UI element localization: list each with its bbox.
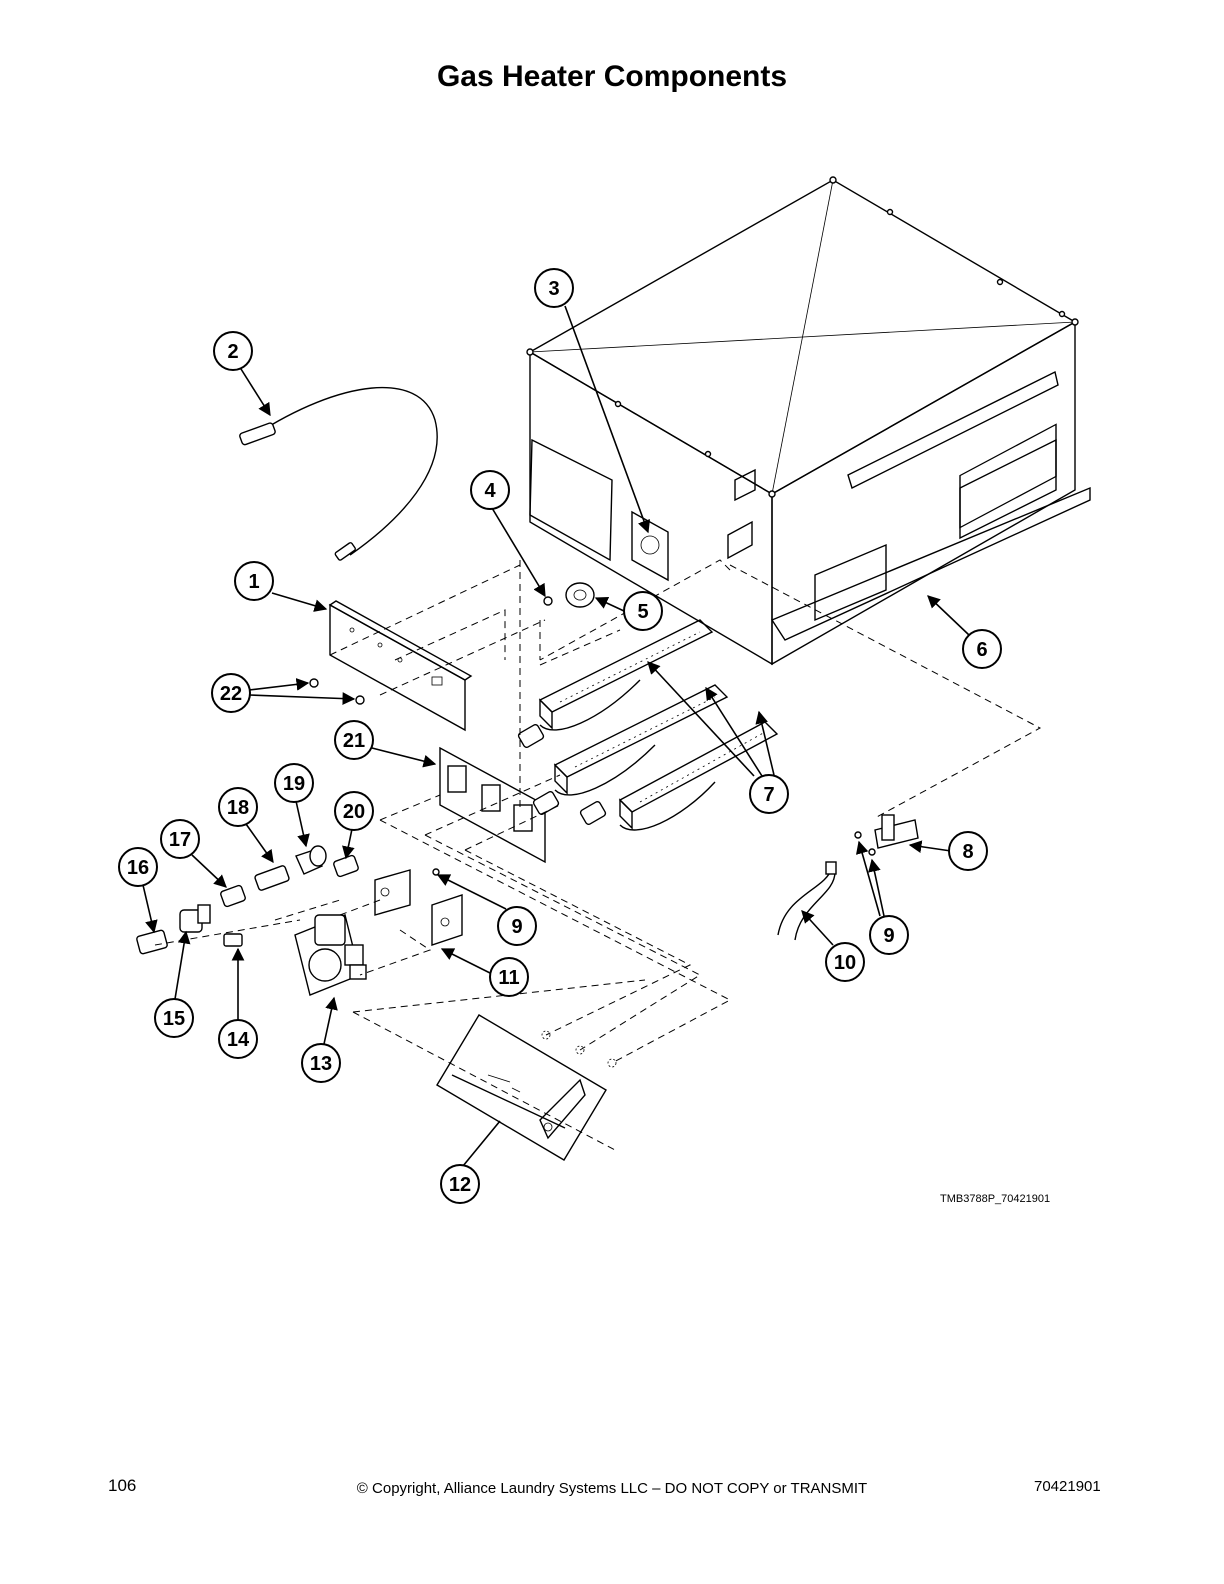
heater-housing: [526, 176, 1091, 666]
callout-12: 12: [440, 1164, 480, 1204]
callout-11: 11: [489, 957, 529, 997]
callout-9-bracket: 9: [497, 906, 537, 946]
mounting-bracket: [328, 600, 473, 732]
callout-10: 10: [825, 942, 865, 982]
screws-22: [309, 678, 365, 705]
callout-13: 13: [301, 1043, 341, 1083]
drawing-id: TMB3788P_70421901: [940, 1193, 1051, 1205]
leader-lines: [142, 305, 970, 1167]
page-number: 106: [108, 1476, 137, 1495]
callout-19: 19: [274, 763, 314, 803]
callout-22: 22: [211, 673, 251, 713]
svg-text:21: 21: [343, 730, 365, 752]
svg-text:9: 9: [511, 916, 522, 938]
svg-text:14: 14: [227, 1029, 250, 1051]
svg-text:5: 5: [637, 601, 648, 623]
svg-text:2: 2: [227, 341, 238, 363]
valve-bracket: [374, 868, 463, 946]
document-number: 70421901: [1034, 1478, 1101, 1495]
callout-17: 17: [160, 819, 200, 859]
orifice-nuts: [541, 1030, 617, 1068]
svg-text:7: 7: [763, 784, 774, 806]
callout-20: 20: [334, 791, 374, 831]
svg-text:22: 22: [220, 683, 242, 705]
svg-text:19: 19: [283, 773, 305, 795]
svg-text:9: 9: [883, 925, 894, 947]
svg-text:10: 10: [834, 952, 856, 974]
svg-text:3: 3: [548, 278, 559, 300]
igniter-assembly: [854, 814, 919, 856]
svg-text:1: 1: [248, 571, 259, 593]
svg-text:16: 16: [127, 857, 149, 879]
callout-8: 8: [948, 831, 988, 871]
svg-text:15: 15: [163, 1008, 185, 1030]
svg-text:12: 12: [449, 1174, 471, 1196]
callout-18: 18: [218, 787, 258, 827]
callout-15: 15: [154, 998, 194, 1038]
manifold-inset: [436, 1014, 607, 1161]
wire-harness: [777, 861, 837, 941]
svg-text:13: 13: [310, 1053, 332, 1075]
callout-5: 5: [623, 591, 663, 631]
callout-4: 4: [470, 470, 510, 510]
callout-16: 16: [118, 847, 158, 887]
callout-7: 7: [749, 774, 789, 814]
svg-text:17: 17: [169, 829, 191, 851]
callout-3: 3: [534, 268, 574, 308]
ignition-lead: [239, 386, 438, 561]
svg-text:18: 18: [227, 797, 249, 819]
callout-6: 6: [962, 629, 1002, 669]
svg-text:11: 11: [498, 967, 519, 989]
callout-21: 21: [334, 720, 374, 760]
copyright-notice: © Copyright, Alliance Laundry Systems LL…: [356, 1480, 868, 1497]
page-title: Gas Heater Components: [436, 60, 788, 93]
svg-text:8: 8: [962, 841, 973, 863]
sensor-parts: [543, 582, 595, 608]
assembly-dashed-lines: [154, 559, 1042, 1151]
pipe-fittings: [136, 845, 359, 955]
burner-tubes: [517, 619, 779, 831]
callout-14: 14: [218, 1019, 258, 1059]
callout-9-igniter: 9: [869, 915, 909, 955]
gas-valve: [294, 914, 367, 996]
svg-text:6: 6: [976, 639, 987, 661]
svg-text:4: 4: [484, 480, 496, 502]
callout-1: 1: [234, 561, 274, 601]
svg-text:20: 20: [343, 801, 365, 823]
callout-2: 2: [213, 331, 253, 371]
